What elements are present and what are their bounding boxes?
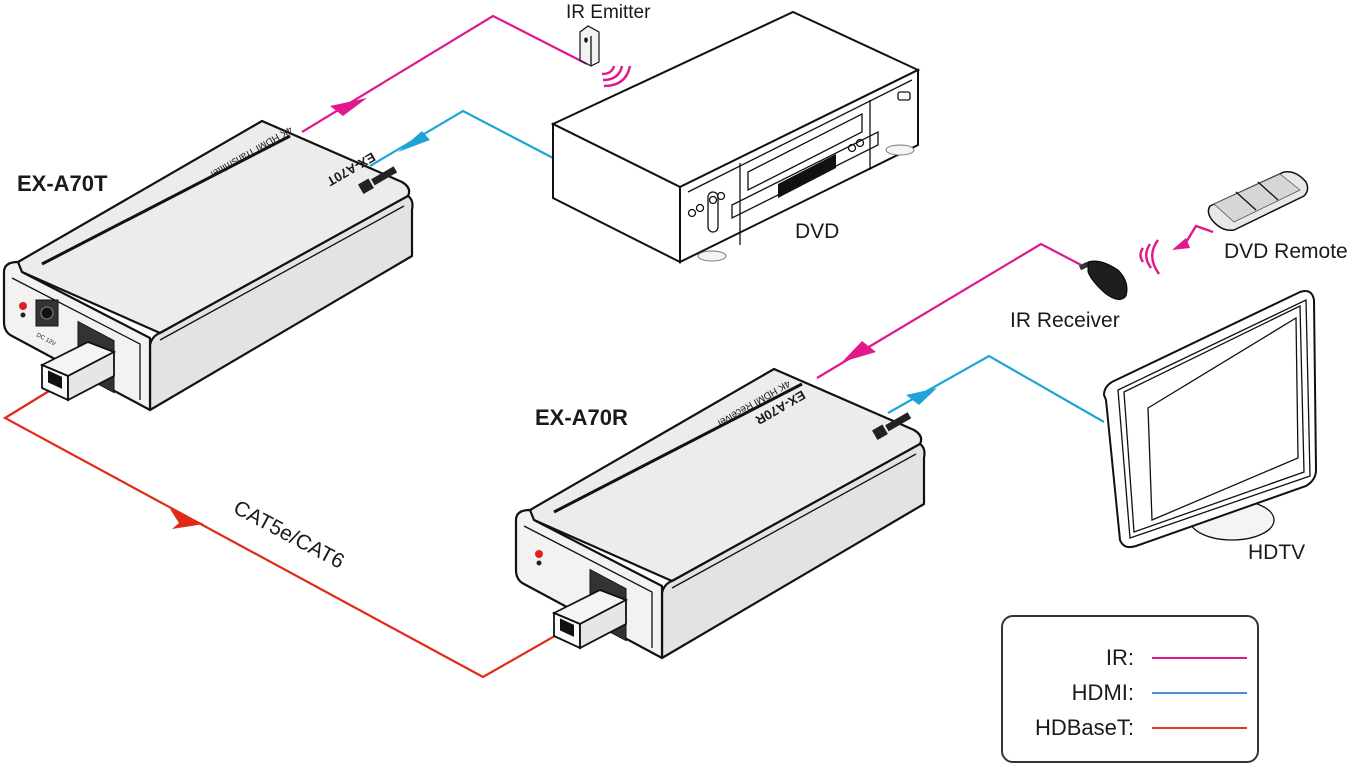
hdmi-wire-receiver-hdtv [887,354,1105,423]
legend-item-hdbaset: HDBaseT: [984,715,1247,741]
legend-label: IR: [1105,645,1134,670]
ir-arrow-to-receiver [842,341,876,362]
dvd-remote-label: DVD Remote [1224,240,1348,263]
power-led [535,550,543,558]
legend-item-hdmi: HDMI: [984,680,1247,706]
receiver-device: EX-A70R 4K HDMI Receiver [514,367,926,660]
legend-swatch-ir [1152,657,1247,659]
dvd-label: DVD [795,220,839,243]
legend-label: HDBaseT: [1034,715,1134,740]
ir-emitter-label: IR Emitter [566,2,651,23]
transmitter-device: DC 12V EX-A70T 4K HDMI Transmitter [2,119,414,412]
hdtv [1102,290,1318,549]
cable-label: CAT5e/CAT6 [230,496,348,573]
brand-logo-icon [872,412,912,441]
legend-swatch-hdbaset [1152,727,1247,729]
power-led [19,302,27,310]
hdmi-arrow-to-transmitter [398,131,430,152]
hdtv-label: HDTV [1248,541,1305,564]
ir-emitter-icon [579,25,632,88]
hdmi-arrow-to-hdtv [906,388,937,405]
legend-item-ir: IR: [984,645,1247,671]
transmitter-label: EX-A70T [17,171,108,196]
ir-receiver-icon [1078,239,1160,300]
ir-wire-receiver [816,242,1084,379]
hdbaset-cable [2,387,561,679]
legend: IR: HDMI: HDBaseT: [1001,615,1259,763]
dvd-remote-icon [1172,170,1309,250]
receiver-label: EX-A70R [535,405,628,430]
legend-label: HDMI: [1071,680,1134,705]
rj45-plug [39,341,117,402]
legend-swatch-hdmi [1152,692,1247,694]
dvd-player [550,10,921,264]
hdbaset-arrow [170,509,204,529]
ir-receiver-label: IR Receiver [1010,309,1120,332]
rj45-plug [551,589,629,650]
hdmi-wire-dvd-transmitter [369,109,554,167]
ir-wire-transmitter-emitter [301,14,588,133]
brand-logo-icon [358,166,398,195]
ir-arrow-up [330,98,367,116]
